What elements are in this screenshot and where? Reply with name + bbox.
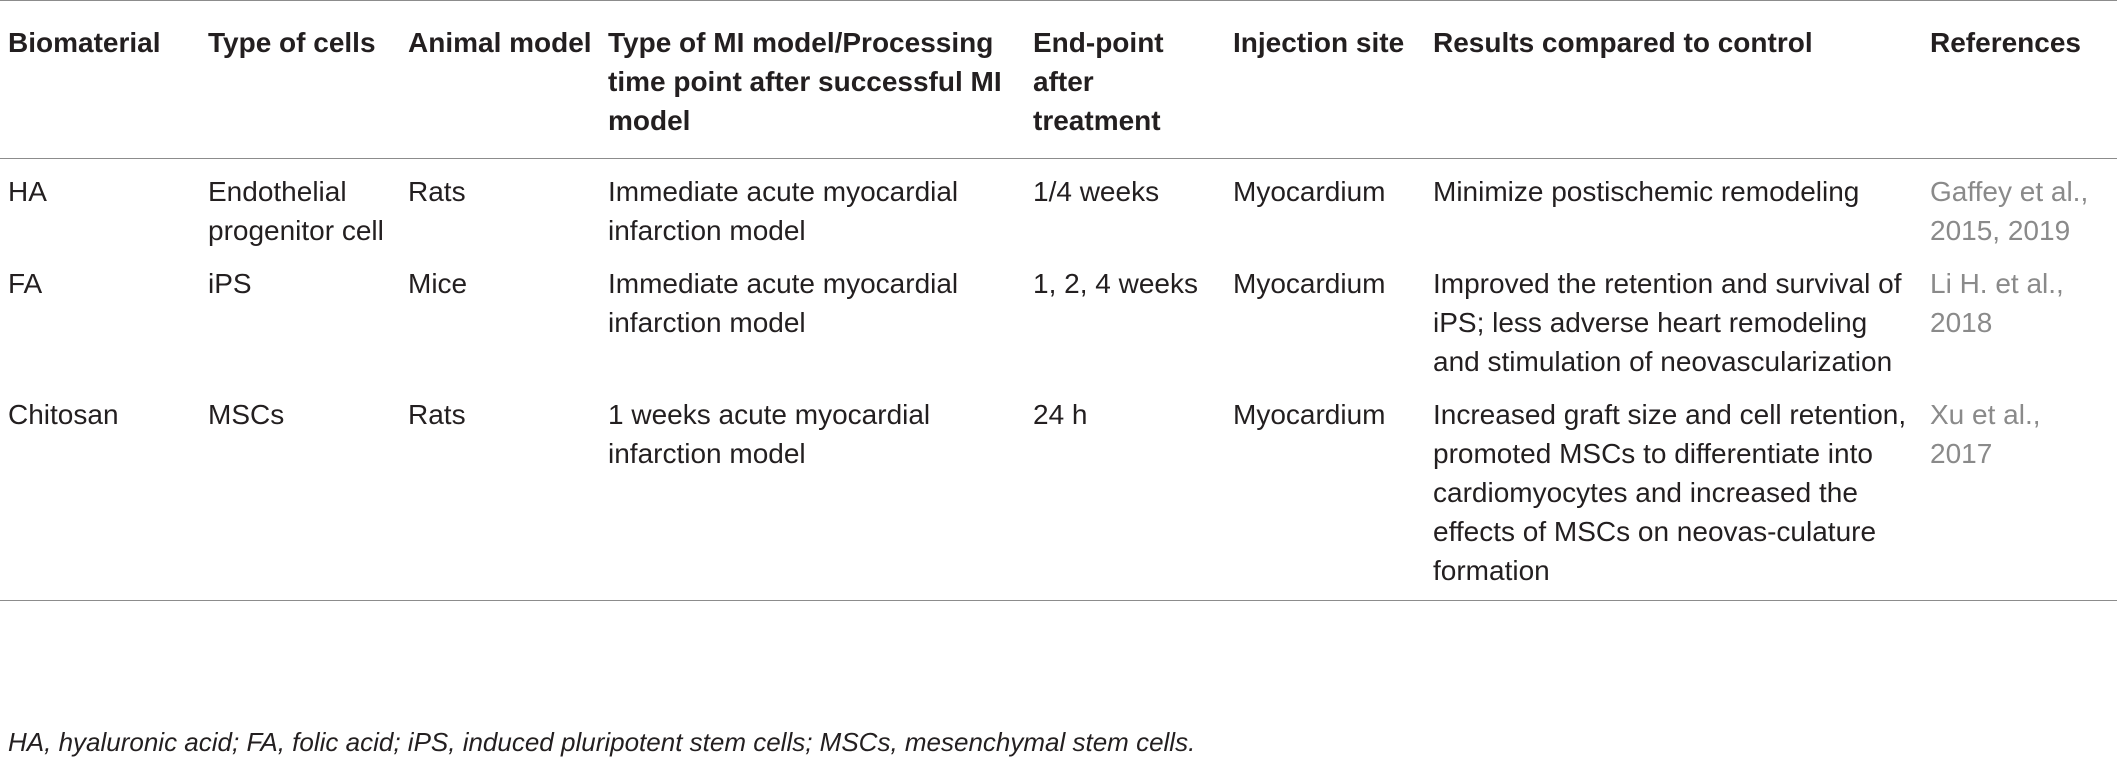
cell-biomaterial: HA [8,176,47,207]
cell-results: Improved the retention and survival of i… [1433,268,1902,377]
header-row: Biomaterial Type of cells Animal model T… [0,0,2117,159]
reference-link[interactable]: Gaffey et al., 2015, 2019 [1930,176,2089,246]
header-animal-model: Animal model [408,27,592,58]
table-footnote: HA, hyaluronic acid; FA, folic acid; iPS… [8,727,1196,757]
table-row: Chitosan MSCs Rats 1 weeks acute myocard… [0,383,2117,601]
biomaterial-cell-therapy-table: Biomaterial Type of cells Animal model T… [0,0,2117,601]
cell-cells: iPS [208,268,252,299]
cell-mi-model: Immediate acute myocardial infarction mo… [608,268,959,338]
header-biomaterial: Biomaterial [8,27,161,58]
cell-results: Increased graft size and cell retention,… [1433,399,1907,586]
table-body: HA Endothelial progenitor cell Rats Imme… [0,159,2117,601]
table-row: FA iPS Mice Immediate acute myocardial i… [0,252,2117,383]
cell-site: Myocardium [1233,268,1386,299]
cell-animal: Rats [408,399,466,430]
table-header: Biomaterial Type of cells Animal model T… [0,0,2117,159]
cell-biomaterial: Chitosan [8,399,119,430]
cell-biomaterial: FA [8,268,43,299]
header-references: References [1930,27,2081,58]
reference-link[interactable]: Xu et al., 2017 [1930,399,2041,469]
header-injection-site: Injection site [1233,27,1405,58]
data-table-container: Biomaterial Type of cells Animal model T… [0,0,2117,601]
cell-animal: Mice [408,268,468,299]
reference-link[interactable]: Li H. et al., 2018 [1930,268,2064,338]
cell-endpoint: 24 h [1033,399,1088,430]
cell-animal: Rats [408,176,466,207]
cell-mi-model: Immediate acute myocardial infarction mo… [608,176,959,246]
cell-results: Minimize postischemic remodeling [1433,176,1860,207]
cell-cells: MSCs [208,399,285,430]
header-results: Results compared to control [1433,27,1813,58]
cell-endpoint: 1, 2, 4 weeks [1033,268,1198,299]
cell-site: Myocardium [1233,176,1386,207]
table-row: HA Endothelial progenitor cell Rats Imme… [0,159,2117,253]
header-mi-model: Type of MI model/Processing time point a… [608,27,1002,136]
cell-endpoint: 1/4 weeks [1033,176,1160,207]
header-type-of-cells: Type of cells [208,27,376,58]
cell-cells: Endothelial progenitor cell [208,176,384,246]
header-end-point: End-point after treatment [1033,27,1164,136]
cell-site: Myocardium [1233,399,1386,430]
cell-mi-model: 1 weeks acute myocardial infarction mode… [608,399,931,469]
